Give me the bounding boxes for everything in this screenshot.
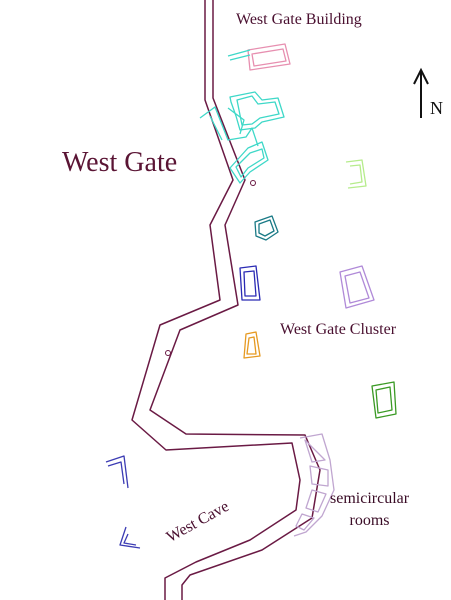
semicircular-rooms <box>293 433 335 537</box>
west-gate-building-label: West Gate Building <box>236 11 362 28</box>
building-pink-outline <box>247 43 291 71</box>
west-gate-cluster-label: West Gate Cluster <box>280 321 397 338</box>
path-marker-lower <box>165 350 171 356</box>
path-marker-upper <box>250 180 256 186</box>
west-gate-cluster-structures <box>239 159 397 419</box>
building-cyan-upper <box>229 91 285 131</box>
structure-lightgreen <box>345 159 367 189</box>
semicircular-rooms-label-line1: semicircular <box>330 490 410 507</box>
structure-blue <box>239 265 261 301</box>
north-arrow-icon <box>413 67 429 118</box>
main-path <box>131 0 321 600</box>
north-label: N <box>430 98 443 118</box>
west-gate-building <box>199 43 291 184</box>
cave-structure-lower <box>119 526 141 549</box>
cave-structure-upper <box>105 455 129 489</box>
main-path-left-edge <box>131 0 301 600</box>
structure-green <box>371 381 397 419</box>
semicircular-rooms-label-line2: rooms <box>349 512 390 529</box>
west-gate-label: West Gate <box>62 147 178 178</box>
structure-orange <box>243 331 261 359</box>
building-cyan-middle <box>199 106 259 147</box>
building-cyan-lower <box>229 141 269 184</box>
structure-teal <box>254 215 279 241</box>
semicircular-rooms-label: semicircular rooms <box>330 488 409 532</box>
west-cave-structures <box>105 455 141 549</box>
main-path-right-edge <box>149 0 321 600</box>
structure-violet <box>339 265 375 309</box>
semicircular-rooms-outer <box>293 433 335 537</box>
building-cyan-wall <box>227 49 251 61</box>
